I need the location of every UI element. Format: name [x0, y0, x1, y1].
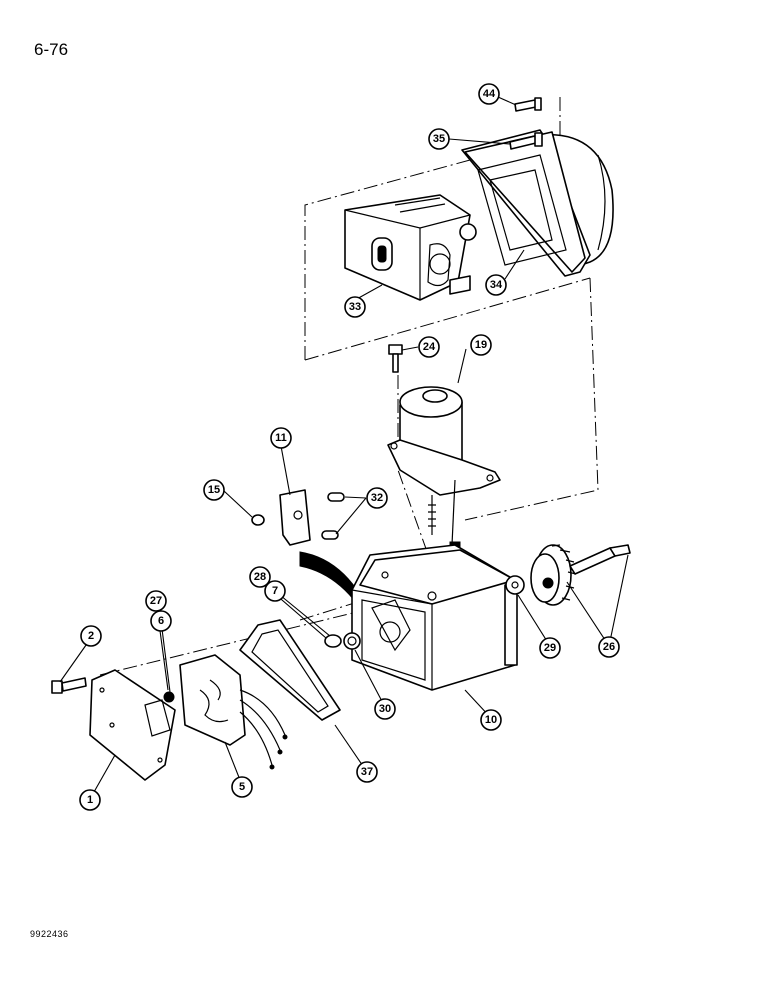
svg-text:30: 30 [379, 703, 391, 715]
svg-text:1: 1 [87, 794, 93, 806]
callout-11: 11 [270, 427, 292, 449]
callout-28: 28 [249, 566, 271, 588]
drive-motor [387, 386, 501, 549]
washer-7 [324, 634, 342, 648]
callout-30: 30 [374, 698, 396, 720]
callout-10: 10 [480, 709, 502, 731]
svg-text:24: 24 [423, 341, 436, 353]
gearbox-housing [351, 544, 518, 691]
callout-37: 37 [356, 761, 378, 783]
motor-housing-adapter [461, 129, 614, 277]
callout-35: 35 [428, 128, 450, 150]
callout-34: 34 [485, 274, 507, 296]
callout-1: 1 [79, 789, 101, 811]
callout-6: 6 [150, 610, 172, 632]
pins-32 [321, 492, 345, 540]
svg-text:19: 19 [475, 339, 487, 351]
svg-text:10: 10 [485, 714, 497, 726]
plate-11 [279, 489, 311, 546]
circuit-board [179, 654, 288, 770]
svg-text:34: 34 [490, 279, 503, 291]
svg-text:5: 5 [239, 781, 245, 793]
svg-text:26: 26 [603, 641, 615, 653]
nut-30 [343, 632, 361, 650]
gear-26 [530, 544, 631, 606]
callout-7: 7 [264, 580, 286, 602]
svg-text:32: 32 [371, 492, 383, 504]
bolt-24 [388, 344, 403, 373]
svg-text:6: 6 [158, 615, 164, 627]
callout-2: 2 [80, 625, 102, 647]
callout-26: 26 [598, 636, 620, 658]
callout-44: 44 [478, 83, 500, 105]
svg-text:44: 44 [483, 88, 496, 100]
svg-text:27: 27 [150, 595, 162, 607]
callout-19: 19 [470, 334, 492, 356]
svg-text:35: 35 [433, 133, 445, 145]
switch-block [344, 194, 477, 301]
svg-text:37: 37 [361, 766, 373, 778]
callout-33: 33 [344, 296, 366, 318]
callout-32: 32 [366, 487, 388, 509]
svg-text:15: 15 [208, 484, 220, 496]
callout-5: 5 [231, 776, 253, 798]
callout-27: 27 [145, 590, 167, 612]
callout-24: 24 [418, 336, 440, 358]
callout-29: 29 [539, 637, 561, 659]
washer-29 [505, 575, 525, 595]
svg-text:2: 2 [88, 630, 94, 642]
figure-code: 9922436 [30, 929, 69, 939]
cover-1 [89, 669, 176, 781]
svg-text:28: 28 [254, 571, 266, 583]
screw-44 [514, 97, 542, 112]
grommet-6 [163, 691, 175, 703]
svg-text:7: 7 [272, 585, 278, 597]
callout-15: 15 [203, 479, 225, 501]
page-number: 6-76 [34, 40, 69, 59]
svg-text:29: 29 [544, 642, 556, 654]
screw-2 [51, 677, 87, 694]
svg-text:33: 33 [349, 301, 361, 313]
gasket-37 [239, 619, 341, 721]
screw-35 [509, 132, 543, 150]
svg-text:11: 11 [275, 432, 287, 444]
washer-15 [251, 514, 265, 526]
